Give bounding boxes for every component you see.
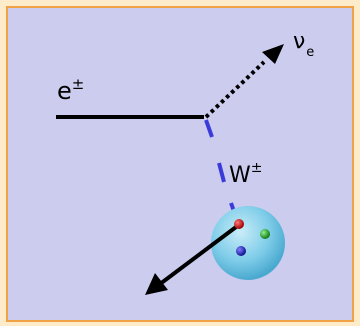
neutrino-label: νe <box>293 29 314 60</box>
outgoing-arrowhead <box>145 273 168 295</box>
electron-label: e± <box>57 75 84 105</box>
nucleon-sphere <box>211 206 285 280</box>
neutrino-arrowhead <box>262 44 284 64</box>
w-boson-line-1 <box>206 120 212 137</box>
w-boson-line-2 <box>219 163 224 182</box>
w-boson-label: W± <box>229 160 263 188</box>
quark-blue <box>236 246 246 256</box>
neutrino-line <box>206 62 264 117</box>
quark-green <box>260 229 270 239</box>
quark-red <box>234 219 244 229</box>
